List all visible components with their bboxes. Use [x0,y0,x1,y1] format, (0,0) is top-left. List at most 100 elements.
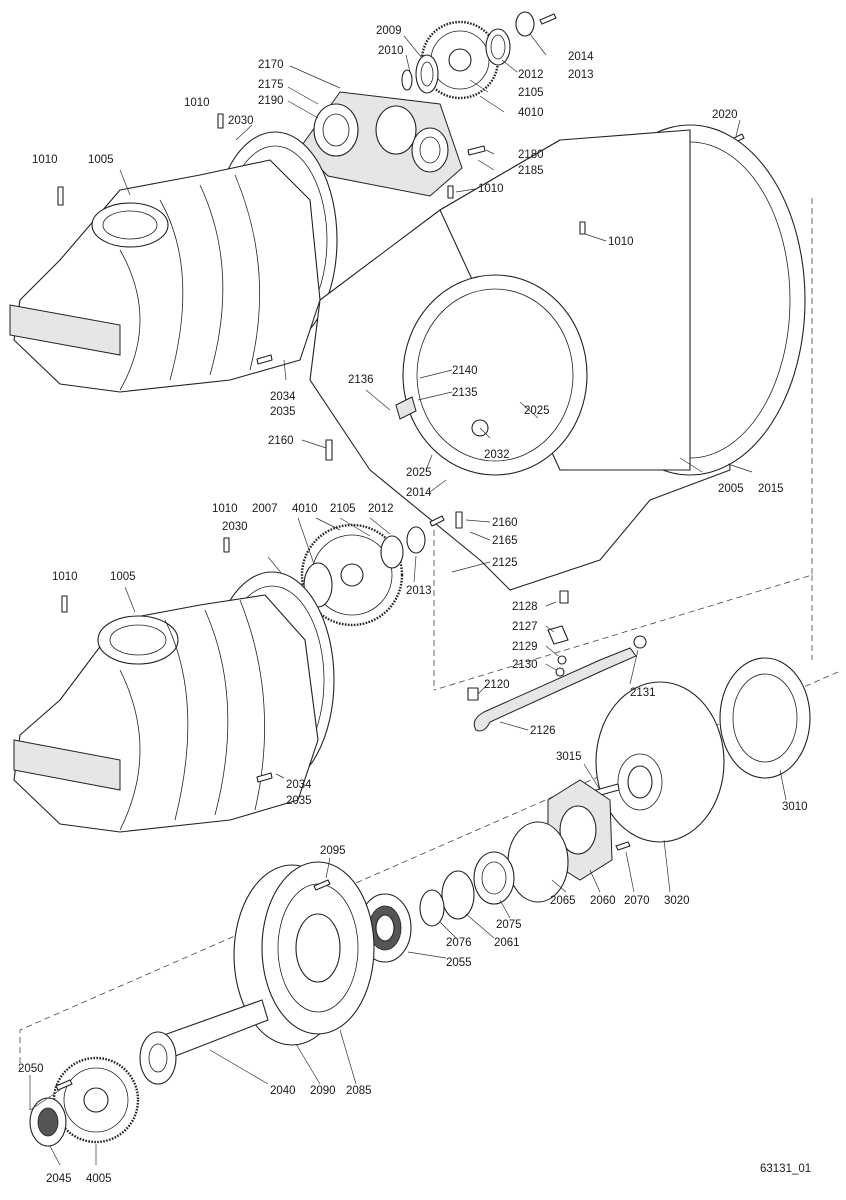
callout-2135: 2135 [452,387,478,399]
screw-2014 [539,13,557,25]
ring-2010 [401,69,413,91]
callout-2185: 2185 [518,165,544,177]
coupling-3010 [719,657,811,779]
callout-2136: 2136 [348,374,374,386]
compressor-block-lower [13,537,335,833]
bolt-2180 [467,145,486,156]
callout-2140: 2140 [452,365,478,377]
callout-2055: 2055 [446,957,472,969]
clamp-2127 [547,625,569,645]
callout-labels: 2009 2014 2010 2012 2013 2105 4010 2170 … [18,25,808,1185]
screw-2014-lower [429,515,445,527]
fitting-2160 [325,439,333,461]
bushing-2012-lower [380,535,404,569]
callout-2085: 2085 [346,1085,372,1097]
bolt-2128 [559,590,569,604]
ring-2009 [415,54,439,94]
ring-2076 [419,889,445,927]
compressor-block-upper [9,113,338,393]
callout-2130: 2130 [512,659,538,671]
callout-2090: 2090 [310,1085,336,1097]
washer-2129 [557,655,567,665]
screw-2095 [313,879,331,891]
coupling-3020 [595,681,725,843]
callout-1005-a: 1005 [88,154,114,166]
leader-lines [29,33,787,1166]
callout-2013-top: 2013 [568,69,594,81]
callout-3020: 3020 [664,895,690,907]
sleeve-2061 [441,870,475,920]
bolt-2034-upper [256,354,273,365]
callout-2013-b: 2013 [406,585,432,597]
stud-1010-housing-top [447,185,454,199]
callout-2160-a: 2160 [268,435,294,447]
callout-2010: 2010 [378,45,404,57]
callout-2020: 2020 [712,109,738,121]
callout-2180: 2180 [518,149,544,161]
callout-2065: 2065 [550,895,576,907]
callout-2030-a: 2030 [228,115,254,127]
end-cover-group [233,861,375,1046]
callout-2025-b: 2025 [406,467,432,479]
callout-2014-b: 2014 [406,487,432,499]
callout-2012-top: 2012 [518,69,544,81]
callout-1010-e: 1010 [212,503,238,515]
bushing-2012 [485,28,511,66]
callout-1010-a: 1010 [184,97,210,109]
callout-2076: 2076 [446,937,472,949]
fitting-2160-b [455,511,463,529]
cap-2013-lower [406,526,426,554]
drawing-number: 63131_01 [760,1163,811,1175]
callout-2131: 2131 [630,687,656,699]
callout-2128: 2128 [512,601,538,613]
callout-2009: 2009 [376,25,402,37]
seal-bearing-group [358,821,569,963]
callout-1010-d: 1010 [608,236,634,248]
callout-2060: 2060 [590,895,616,907]
callout-2129: 2129 [512,641,538,653]
stud-1010-lower-left [61,595,68,613]
oil-line-2126 [467,590,647,732]
callout-2105-b: 2105 [330,503,356,515]
callout-4010-b: 4010 [292,503,318,515]
callout-1010-f: 1010 [52,571,78,583]
callout-2034-b: 2034 [286,779,312,791]
callout-1010-b: 1010 [32,154,58,166]
callout-1010-c: 1010 [478,183,504,195]
stud-1010-housing [579,221,586,235]
nut-2130 [555,667,565,677]
callout-2035-a: 2035 [270,406,296,418]
callout-2050: 2050 [18,1063,44,1075]
callout-3015: 3015 [556,751,582,763]
callout-1005-b: 1005 [110,571,136,583]
callout-2040: 2040 [270,1085,296,1097]
callout-2012-b: 2012 [368,503,394,515]
callout-2015: 2015 [758,483,784,495]
callout-4005: 4005 [86,1173,112,1185]
callout-2035-b: 2035 [286,795,312,807]
callout-3010: 3010 [782,801,808,813]
callout-2126: 2126 [530,725,556,737]
bolt-2034-lower [256,772,273,783]
callout-2070: 2070 [624,895,650,907]
callout-2045: 2045 [46,1173,72,1185]
callout-2125: 2125 [492,557,518,569]
callout-2095: 2095 [320,845,346,857]
fitting-2120 [467,687,479,701]
callout-2034-a: 2034 [270,391,296,403]
callout-2075: 2075 [496,919,522,931]
callout-2005: 2005 [718,483,744,495]
screw-2070 [615,841,631,851]
seal-2075 [473,851,515,905]
callout-2025-a: 2025 [524,405,550,417]
bearing-cover-2170 [299,91,463,197]
callout-2127: 2127 [512,621,538,633]
callout-2120: 2120 [484,679,510,691]
callout-2160-b: 2160 [492,517,518,529]
stud-1010-upper-left [57,186,64,206]
callout-2032: 2032 [484,449,510,461]
callout-2105-top: 2105 [518,87,544,99]
cap-2013 [515,11,535,37]
lower-accessory-gear-group [300,515,445,627]
